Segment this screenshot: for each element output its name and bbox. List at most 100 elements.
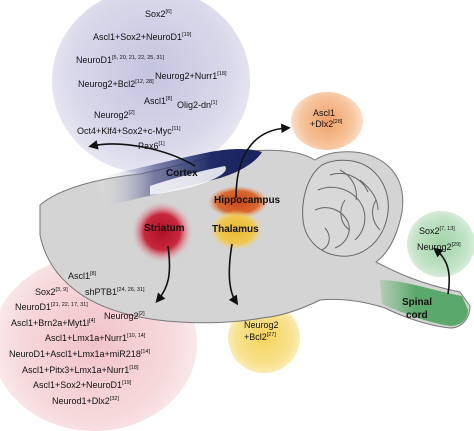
factor-text: Ascl1+Brn2a+Myt1l bbox=[11, 318, 90, 328]
striatum-factor: shPTB1[24, 26, 31] bbox=[85, 287, 145, 297]
striatum-factor: Sox2[3, 9] bbox=[35, 287, 68, 297]
factor-text: NeuroD1 bbox=[15, 302, 52, 312]
citation: [18] bbox=[217, 71, 227, 77]
thalamus-label: Thalamus bbox=[212, 224, 259, 235]
thalamus-arrow bbox=[228, 243, 239, 306]
spinal-cord-region bbox=[380, 280, 468, 326]
cortex-factor: Oct4+Klf4+Sox2+c-Myc[11] bbox=[77, 126, 181, 136]
citation: [29] bbox=[451, 242, 461, 248]
cortex-factor: Ascl1+Sox2+NeuroD1[19] bbox=[93, 32, 192, 42]
factor-text: Ascl1 bbox=[144, 96, 167, 106]
striatum-factor: Neurog2[2] bbox=[104, 311, 145, 321]
cortex-factor: Ascl1[8] bbox=[144, 96, 173, 106]
striatum-factor: Ascl1[8] bbox=[68, 271, 97, 281]
cerebellum bbox=[302, 159, 389, 257]
striatum-label: Striatum bbox=[144, 223, 185, 234]
striatum-factor: NeuroD1+Ascl1+Lmx1a+miR218[14] bbox=[9, 349, 151, 359]
striatum-factor: Ascl1+Lmx1a+Nurr1[10, 14] bbox=[45, 333, 146, 343]
citation: [6] bbox=[165, 9, 172, 15]
factor-text: Olig2-dn bbox=[177, 100, 212, 110]
citation: [7, 13] bbox=[439, 226, 455, 232]
hippocampus-factor-bubble bbox=[291, 92, 363, 150]
factor-text: Ascl1+Lmx1a+Nurr1 bbox=[45, 333, 128, 343]
spinal-factor: Neurog2[29] bbox=[417, 242, 461, 252]
citation: [4] bbox=[89, 318, 96, 324]
factor-text: Neurog2 bbox=[244, 320, 279, 330]
cortex-factor: NeuroD1[5, 20, 21, 22, 25, 31] bbox=[76, 55, 165, 65]
factor-text: Sox2 bbox=[419, 226, 440, 236]
brain-illustration bbox=[39, 123, 471, 329]
cortex-arrow bbox=[88, 140, 196, 167]
spinal-factor: Sox2[7, 13] bbox=[419, 226, 455, 236]
factor-text: shPTB1 bbox=[85, 287, 118, 297]
factor-text: Sox2 bbox=[35, 287, 56, 297]
factor-text: Ascl1+Sox2+NeuroD1 bbox=[33, 380, 123, 390]
factor-text: +Dlx2 bbox=[310, 119, 334, 129]
striatum-factor: Ascl1+Brn2a+Myt1l[4] bbox=[11, 318, 96, 328]
citation: [28] bbox=[333, 119, 343, 125]
cortex-factor: Sox2[6] bbox=[145, 9, 172, 19]
citation: [8] bbox=[90, 271, 97, 277]
thalamus-factor: Neurog2 bbox=[244, 321, 279, 330]
citation: [5, 20, 21, 22, 25, 31] bbox=[112, 55, 165, 61]
striatum-factor: NeuroD1[21, 22, 17, 31] bbox=[15, 302, 88, 312]
factor-text: NeuroD1 bbox=[76, 55, 113, 65]
hippocampus-factor: Ascl1 bbox=[313, 109, 335, 118]
citation: [27] bbox=[266, 332, 276, 338]
factor-text: Neurod1+Dlx2 bbox=[52, 396, 110, 406]
citation: [2] bbox=[128, 110, 135, 116]
cortex-factor: Neurog2[2] bbox=[94, 110, 135, 120]
factor-text: Oct4+Klf4+Sox2+c-Myc bbox=[77, 126, 172, 136]
factor-text: Neurog2 bbox=[417, 242, 452, 252]
factor-text: +Bcl2 bbox=[244, 332, 267, 342]
striatum-factor: Neurod1+Dlx2[32] bbox=[52, 396, 119, 406]
factor-text: Neurog2 bbox=[94, 110, 129, 120]
factor-text: Ascl1 bbox=[68, 271, 91, 281]
factor-text: Ascl1+Pitx3+Lmx1a+Nurr1 bbox=[22, 365, 130, 375]
striatum-region bbox=[132, 202, 192, 262]
cortex-factor-bubble bbox=[52, 0, 250, 174]
citation: [1] bbox=[158, 141, 165, 147]
citation: [19] bbox=[122, 380, 132, 386]
factor-text: Ascl1 bbox=[313, 108, 336, 118]
spinal-cord-label-line2: cord bbox=[406, 310, 428, 321]
factor-text: Sox2 bbox=[145, 9, 166, 19]
hippocampus-factor: +Dlx2[28] bbox=[310, 119, 343, 129]
citation: [10, 14] bbox=[127, 333, 146, 339]
citation: [3, 9] bbox=[55, 287, 68, 293]
citation: [18] bbox=[129, 365, 139, 371]
spinal-cord-label-line1: Spinal bbox=[402, 297, 433, 308]
citation: [8] bbox=[166, 96, 173, 102]
citation: [21, 22, 17, 31] bbox=[51, 302, 88, 308]
citation: [24, 26, 31] bbox=[117, 287, 145, 293]
factor-text: Neurog2+Bcl2 bbox=[78, 79, 136, 89]
citation: [2] bbox=[138, 311, 145, 317]
factor-text: Neurog2 bbox=[104, 311, 139, 321]
thalamus-factor: +Bcl2[27] bbox=[244, 332, 276, 342]
striatum-arrow bbox=[155, 245, 171, 303]
striatum-factor: Ascl1+Sox2+NeuroD1[19] bbox=[33, 380, 132, 390]
citation: [14] bbox=[140, 349, 151, 355]
citation: [1] bbox=[211, 100, 218, 106]
citation: [32] bbox=[109, 396, 119, 402]
corpus-callosum bbox=[150, 166, 226, 195]
spinal-arrow bbox=[433, 247, 451, 295]
cortex-factor: Neurog2+Nurr1[18] bbox=[155, 71, 227, 81]
striatum-factor: Ascl1+Pitx3+Lmx1a+Nurr1[18] bbox=[22, 365, 139, 375]
factor-text: Ascl1+Sox2+NeuroD1 bbox=[93, 32, 183, 42]
cortex-factor: Pax6[1] bbox=[138, 141, 165, 151]
thalamus-region bbox=[210, 210, 262, 250]
spinal-factor-bubble bbox=[407, 211, 474, 277]
cortex-label: Cortex bbox=[166, 168, 198, 179]
hippocampus-region bbox=[208, 186, 268, 218]
factor-text: Neurog2+Nurr1 bbox=[155, 71, 218, 81]
factor-text: Pax6 bbox=[138, 141, 159, 151]
hippocampus-label: Hippocampus bbox=[214, 195, 281, 206]
cortex-factor: Olig2-dn[1] bbox=[177, 100, 218, 110]
citation: [11] bbox=[171, 126, 181, 132]
citation: [12, 28] bbox=[135, 79, 154, 85]
citation: [19] bbox=[182, 32, 192, 38]
hippocampus-arrow bbox=[235, 123, 291, 199]
cortex-factor: Neurog2+Bcl2[12, 28] bbox=[78, 79, 154, 89]
